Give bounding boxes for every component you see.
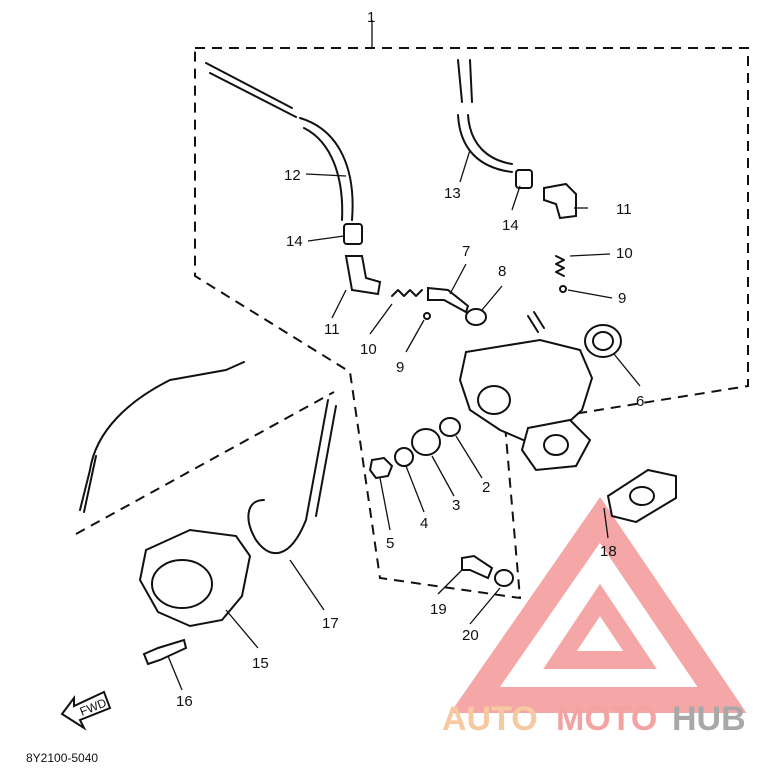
pump-boss: [477, 385, 511, 415]
callout-4: 4: [420, 515, 428, 532]
svg-text:HUB: HUB: [672, 700, 746, 738]
bolt-7: [427, 286, 470, 314]
callout-14-left: 14: [286, 233, 303, 250]
callout-2: 2: [482, 479, 490, 496]
callout-3: 3: [452, 497, 460, 514]
bolt-19: [461, 554, 494, 580]
drawing-code: 8Y2100-5040: [26, 751, 98, 765]
callout-13: 13: [444, 185, 461, 202]
callout-18: 18: [600, 543, 617, 560]
hose-13: [457, 114, 513, 173]
cable-upper: [79, 361, 245, 511]
pump-flange: [520, 418, 592, 472]
hose-upper-left: [205, 62, 293, 109]
assembly-boundary: [194, 47, 749, 600]
spring-10-right: [555, 255, 565, 277]
front-arrow-icon: [60, 690, 112, 731]
callout-7: 7: [462, 243, 470, 260]
watermark-text: AUTO MOTO HUB: [442, 700, 746, 738]
clamp-14-right: [515, 169, 533, 189]
callout-11-left: 11: [324, 321, 340, 338]
elbow-11-left: [344, 255, 382, 296]
callout-labels: 1 12 13 14 14 11 11 10 10 9 9 7 8 6 2 3 …: [176, 9, 644, 710]
callout-19: 19: [430, 601, 447, 618]
pump-flange-hole: [543, 434, 569, 456]
washer-20: [494, 569, 514, 587]
callout-5: 5: [386, 535, 394, 552]
callout-6: 6: [636, 393, 644, 410]
callout-20: 20: [462, 627, 479, 644]
callout-10-left: 10: [360, 341, 377, 358]
washer-4: [394, 447, 414, 467]
clamp-14-left: [343, 223, 363, 245]
callout-17: 17: [322, 615, 339, 632]
callout-9-right: 9: [618, 290, 626, 307]
cover-15: [138, 528, 252, 628]
elbow-11-right: [543, 182, 577, 220]
callout-12: 12: [284, 167, 301, 184]
spring-10-left: [391, 289, 423, 297]
hose-12: [299, 117, 354, 221]
oil-seal-6-inner: [592, 331, 614, 351]
nut-5: [368, 456, 394, 480]
gasket-18: [606, 468, 677, 524]
callout-9-left: 9: [396, 359, 404, 376]
cover-15-dome: [151, 559, 213, 609]
gasket-18-hole: [629, 486, 655, 506]
hose-upper-right: [457, 59, 473, 103]
hose-12-b: [303, 127, 344, 221]
pump-nipple: [527, 311, 545, 333]
ball-9-right: [559, 285, 567, 293]
callout-16: 16: [176, 693, 193, 710]
callout-15: 15: [252, 655, 269, 672]
cable-17: [247, 399, 329, 555]
oil-seal-6: [584, 324, 622, 358]
callout-11-right: 11: [616, 201, 632, 218]
screw-16: [142, 638, 188, 666]
callout-1: 1: [367, 9, 375, 26]
callout-14-right: 14: [502, 217, 519, 234]
svg-text:AUTO: AUTO: [442, 700, 538, 738]
cable-17-b: [315, 405, 337, 517]
washer-2: [439, 417, 461, 437]
leader-lines: [167, 149, 641, 691]
watermark-logo: [450, 497, 747, 713]
ball-9-left: [423, 312, 431, 320]
cable-upper-b: [83, 455, 97, 513]
hose-upper-left-b: [209, 72, 297, 118]
callout-8: 8: [498, 263, 506, 280]
svg-text:MOTO: MOTO: [556, 700, 657, 738]
callout-10-right: 10: [616, 245, 633, 262]
washer-8: [465, 308, 487, 326]
plate-3: [411, 428, 441, 456]
dashed-leader-left: [75, 391, 335, 535]
